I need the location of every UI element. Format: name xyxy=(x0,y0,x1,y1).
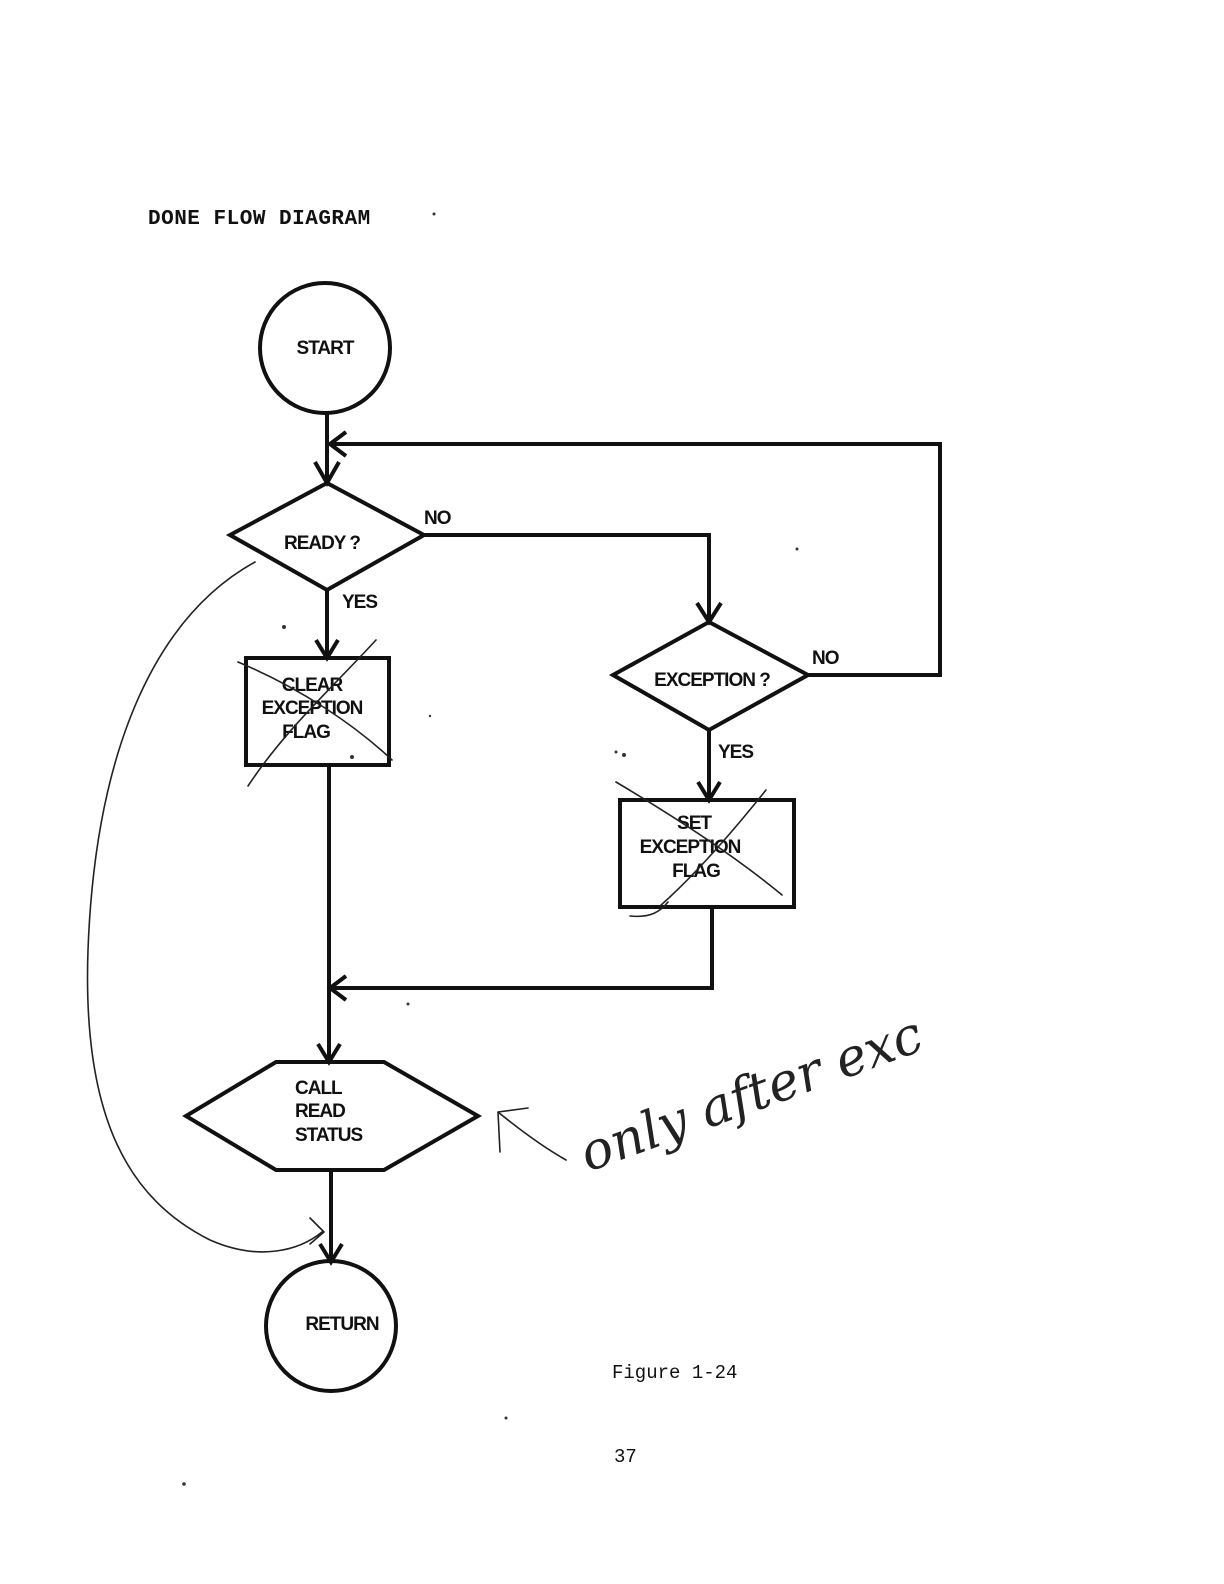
exception-decision: EXCEPTION ? xyxy=(608,619,813,733)
call-read-status-node: CALL READ STATUS xyxy=(182,1060,483,1172)
page-title: DONE FLOW DIAGRAM xyxy=(148,208,371,231)
set-label-line-2: EXCEPTION xyxy=(640,837,741,858)
exception-label: EXCEPTION ? xyxy=(654,670,770,691)
set-label-line-1: SET xyxy=(677,813,712,834)
handwritten-note: only after exc xyxy=(572,1005,931,1184)
exception-no-loop-arrow xyxy=(326,430,942,677)
exception-yes-arrow xyxy=(696,730,722,804)
start-node: START xyxy=(258,281,392,415)
exception-yes-label: YES xyxy=(718,742,753,763)
ready-label: READY ? xyxy=(284,533,360,554)
call-label-line-2: READ xyxy=(295,1101,345,1122)
call-to-return-arrow xyxy=(318,1170,344,1266)
call-label-line-1: CALL xyxy=(295,1078,343,1099)
exception-no-label: NO xyxy=(812,648,839,669)
clear-box-crossout-mark xyxy=(237,639,393,787)
set-box-crossout-mark xyxy=(615,781,783,918)
ready-decision: READY ? xyxy=(225,480,429,593)
clear-to-call-line xyxy=(316,765,342,1066)
set-exception-flag-box: SET EXCEPTION FLAG xyxy=(618,798,796,909)
ready-no-arrow xyxy=(424,533,723,626)
ready-yes-label: YES xyxy=(342,592,377,613)
page-number: 37 xyxy=(614,1446,637,1468)
ready-no-label: NO xyxy=(424,508,451,529)
clear-label-line-2: EXCEPTION xyxy=(262,698,363,719)
handwritten-bypass-arrow xyxy=(86,561,325,1253)
handwritten-pointer-arrow xyxy=(497,1107,567,1161)
start-label: START xyxy=(297,338,355,359)
clear-exception-flag-box: CLEAR EXCEPTION FLAG xyxy=(244,656,391,767)
figure-caption: Figure 1-24 xyxy=(612,1362,738,1384)
return-node: RETURN xyxy=(264,1259,398,1393)
set-to-merge-arrow xyxy=(326,907,714,1002)
ready-yes-arrow xyxy=(314,590,340,662)
scan-specks xyxy=(182,212,799,1486)
return-label: RETURN xyxy=(305,1314,378,1335)
call-label-line-3: STATUS xyxy=(295,1125,363,1146)
clear-label-line-1: CLEAR xyxy=(282,675,344,696)
